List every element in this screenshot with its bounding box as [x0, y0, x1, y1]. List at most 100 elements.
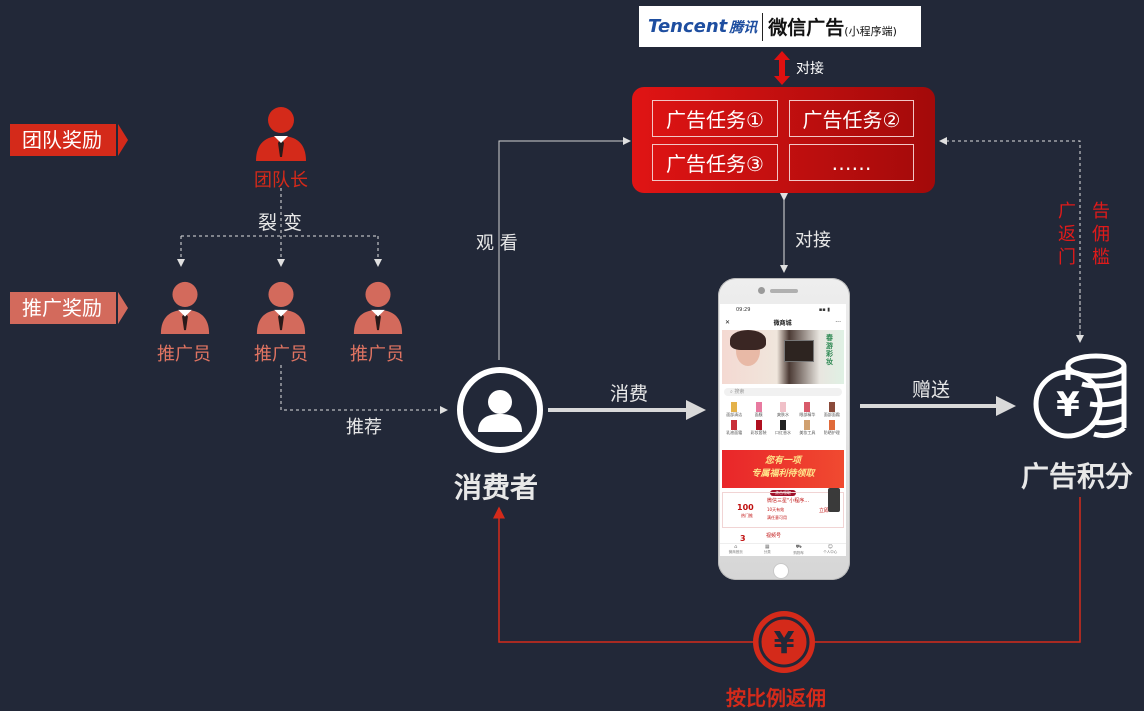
consumer-icon [457, 367, 543, 453]
coupon-detail: 10天有效 [767, 507, 785, 512]
ad-points-coins-icon: ¥ [1033, 353, 1127, 439]
dock-top-arrow [774, 51, 790, 85]
phone-speaker [770, 289, 798, 293]
promo-reward-tag: 推广奖励 [10, 292, 116, 324]
coupon-title: 微信三星"小程序... [767, 498, 810, 504]
coupon-item[interactable]: 100 热门推 微信三星"小程序... 10天有效 满任意可用 立即 [722, 492, 844, 528]
promoter-icon [353, 281, 403, 334]
ad-task-1[interactable]: 广告任务① [652, 100, 778, 137]
phone-screen: 09:29 ▪▪ ▮ ✕ 微商城 ··· 春游彩妆 ⌕ 搜索 面部清洁 面膜 爽… [720, 304, 846, 556]
category-item[interactable]: 乳液面霜 [722, 420, 746, 436]
banner-text: 春游彩妆 [826, 334, 833, 366]
promo-line1: 您有一项 [764, 456, 801, 466]
threshold-char: 广 [1058, 201, 1076, 222]
tab-profile[interactable]: ☺个人中心 [815, 544, 847, 556]
category-icon [731, 402, 738, 412]
category-icon [755, 420, 762, 430]
title-bar: ✕ 微商城 ··· [720, 316, 846, 328]
rebate-yuan-icon: ¥ [753, 611, 815, 673]
category-item[interactable]: 面膜 [746, 402, 770, 418]
promo-reward-tag-arrow [118, 292, 128, 324]
threshold-char: 门 [1058, 247, 1076, 268]
category-item[interactable]: 美妆工具 [795, 420, 819, 436]
svg-text:¥: ¥ [1056, 385, 1080, 425]
coupon-amount: 100 [737, 503, 754, 512]
category-icon [828, 420, 835, 430]
threshold-line [939, 137, 1081, 340]
team-leader-icon [256, 107, 306, 161]
coupon-sub: 热门推 [741, 513, 753, 518]
fission-label: 裂 变 [258, 212, 303, 234]
cart-icon: ⛟ [795, 544, 802, 550]
fission-split-lines [177, 188, 382, 267]
category-icon [731, 420, 738, 430]
wechat-ads-title: 微信广告 [768, 17, 845, 39]
category-icon [804, 420, 811, 430]
threshold-char: 佣 [1092, 224, 1110, 245]
banner-image[interactable]: 春游彩妆 [722, 330, 844, 384]
category-item[interactable]: 面部面霜 [820, 402, 844, 418]
ad-task-more[interactable]: …… [789, 144, 914, 181]
threshold-char: 槛 [1092, 247, 1110, 268]
promoter-label: 推广员 [254, 344, 308, 365]
ad-points-label: 广告积分 [1021, 460, 1134, 493]
tab-cart[interactable]: ⛟购物车 [783, 544, 815, 556]
wechat-ads-subtitle: (小程序端) [844, 24, 897, 38]
category-icon [779, 402, 786, 412]
dock-mid-label: 对接 [795, 230, 831, 251]
floating-tool[interactable] [828, 488, 840, 512]
tencent-wordmark: Tencent [648, 16, 728, 37]
coupon-use-button[interactable]: 立即 [819, 508, 830, 514]
tab-bar: ⌂微商首页 ▦分类 ⛟购物车 ☺个人中心 [720, 543, 846, 556]
category-item[interactable]: 爽肤水 [771, 402, 795, 418]
category-icon [804, 402, 811, 412]
banner-hair [730, 330, 766, 350]
ad-task-3[interactable]: 广告任务③ [652, 144, 778, 181]
consumer-label: 消费者 [454, 471, 539, 504]
recommend-label: 推荐 [346, 417, 382, 438]
promoter-icon [256, 281, 306, 334]
user-icon: ☺ [827, 544, 833, 550]
close-icon[interactable]: ✕ [725, 318, 731, 326]
promoter-icon [160, 281, 210, 334]
consume-label: 消费 [610, 383, 649, 405]
category-grid: 面部清洁 面膜 爽肤水 眼部精华 面部面霜 乳液面霜 彩妆套装 口红香水 美妆工… [722, 402, 844, 436]
search-icon: ⌕ [730, 389, 735, 395]
grid-icon: ▦ [764, 544, 770, 550]
promoter-label: 推广员 [157, 344, 211, 365]
watch-label: 观 看 [476, 233, 518, 254]
search-input[interactable]: ⌕ 搜索 [724, 388, 842, 396]
team-reward-tag: 团队奖励 [10, 124, 116, 156]
coupon-item[interactable]: 3 视频号 [722, 530, 844, 543]
category-item[interactable]: 防晒护理 [820, 420, 844, 436]
category-item[interactable]: 口红香水 [771, 420, 795, 436]
category-icon [755, 402, 762, 412]
status-time: 09:29 [736, 307, 751, 313]
gift-label: 赠送 [912, 379, 951, 401]
category-item[interactable]: 眼部精华 [795, 402, 819, 418]
more-icon[interactable]: ··· [835, 318, 841, 326]
promo-line2: 专属福利待领取 [751, 469, 815, 479]
category-icon [828, 402, 835, 412]
home-icon: ⌂ [734, 544, 738, 550]
promo-banner[interactable]: 您有一项 专属福利待领取 点击领取 [722, 450, 844, 496]
coupon-detail: 满任意可用 [767, 515, 787, 520]
tab-category[interactable]: ▦分类 [752, 544, 784, 556]
phone-home-button[interactable] [773, 563, 789, 579]
dock-top-label: 对接 [796, 61, 824, 77]
mall-title: 微商城 [773, 319, 792, 327]
watch-line [498, 137, 631, 360]
category-item[interactable]: 面部清洁 [722, 402, 746, 418]
wechat-ads-logo: Tencent 腾讯 微信广告 (小程序端) [639, 6, 921, 47]
svg-text:¥: ¥ [774, 626, 795, 661]
category-item[interactable]: 彩妆套装 [746, 420, 770, 436]
tengxun-wordmark: 腾讯 [729, 19, 758, 36]
coupon-amount: 3 [740, 534, 746, 543]
tab-home[interactable]: ⌂微商首页 [720, 544, 752, 556]
phone-camera [758, 287, 765, 294]
status-bar: 09:29 ▪▪ ▮ [720, 304, 846, 316]
ad-task-2[interactable]: 广告任务② [789, 100, 914, 137]
logo-divider [762, 12, 764, 41]
promoter-label: 推广员 [350, 344, 404, 365]
ad-task-panel [632, 87, 935, 193]
